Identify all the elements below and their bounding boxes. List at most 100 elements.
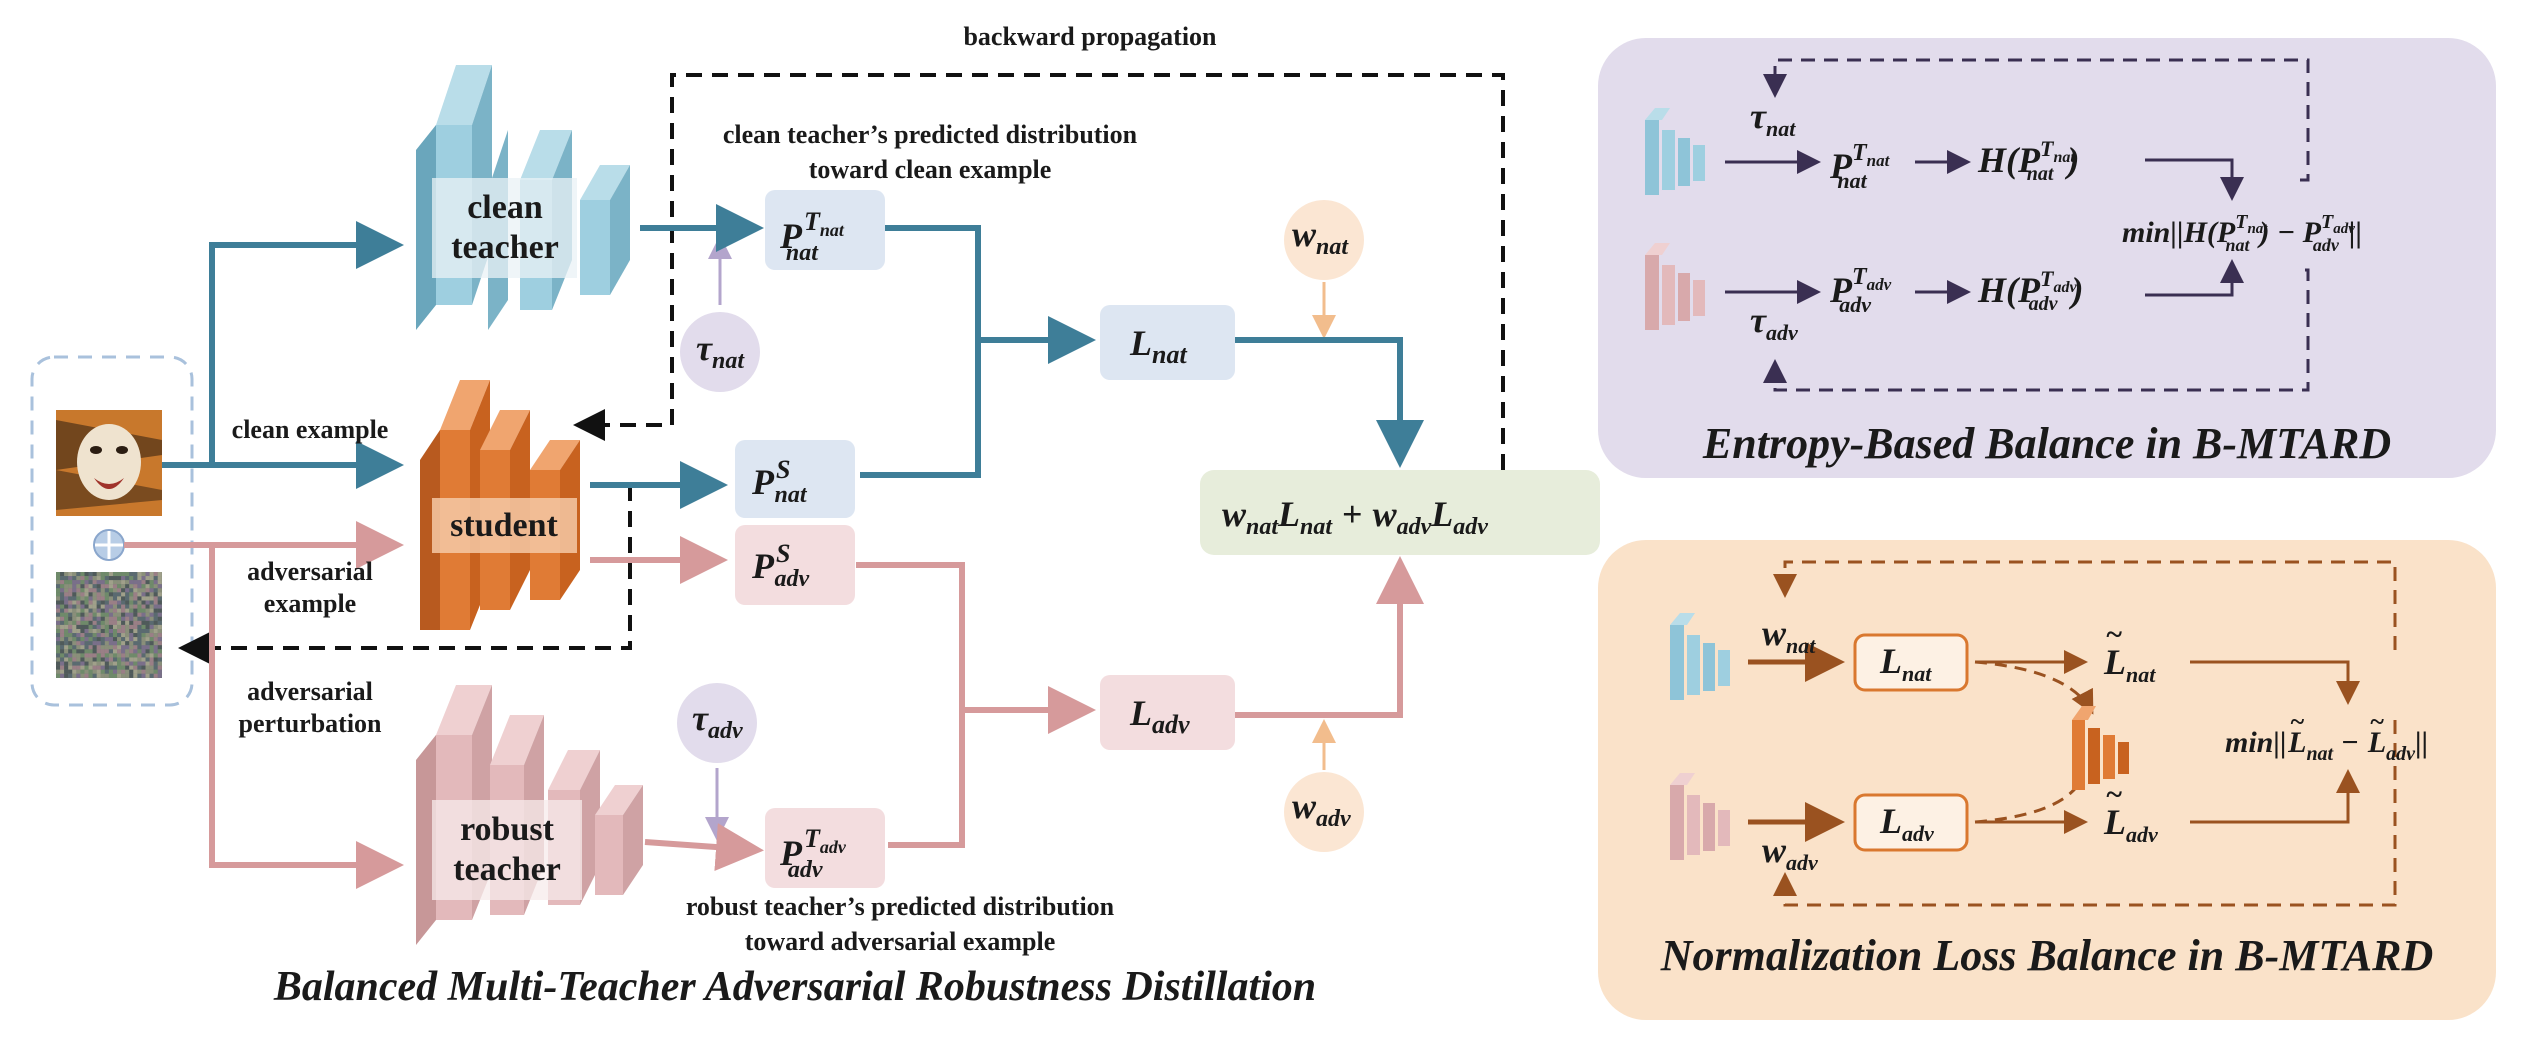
- noise-pixel: [68, 584, 73, 589]
- noise-pixel: [64, 665, 69, 670]
- noise-pixel: [96, 637, 101, 642]
- noise-pixel: [112, 576, 118, 581]
- noise-pixel: [88, 588, 93, 593]
- noise-pixel: [121, 600, 126, 605]
- noise-pixel: [133, 637, 138, 642]
- noise-pixel: [88, 576, 93, 581]
- noise-pixel: [112, 596, 118, 601]
- noise-pixel: [80, 620, 85, 625]
- adversarial-perturbation-label-1: adversarial: [247, 677, 373, 706]
- noise-pixel: [104, 641, 109, 646]
- noise-pixel: [100, 624, 105, 630]
- noise-pixel: [129, 673, 134, 678]
- noise-pixel: [68, 628, 73, 634]
- w-symbol: w: [1292, 786, 1317, 826]
- noise-pixel: [153, 572, 158, 577]
- noise-pixel: [96, 588, 101, 593]
- noise-pixel: [121, 620, 126, 625]
- noise-pixel: [141, 641, 146, 646]
- noise-pixel: [108, 604, 114, 609]
- noise-pixel: [129, 576, 134, 581]
- normalization-panel: wnat wadv Lnat Ladv ~Lnat ~Ladv min||~Ln…: [1598, 540, 2496, 1020]
- noise-pixel: [84, 588, 89, 593]
- noise-pixel: [76, 572, 81, 577]
- noise-pixel: [117, 633, 122, 638]
- noise-pixel: [60, 669, 65, 674]
- noise-pixel: [96, 628, 101, 634]
- noise-pixel: [117, 653, 122, 658]
- noise-pixel: [72, 620, 77, 625]
- noise-pixel: [125, 616, 130, 621]
- noise-pixel: [72, 596, 77, 601]
- noise-pixel: [133, 588, 138, 593]
- noise-pixel: [112, 649, 118, 654]
- robust-teacher-label-2: teacher: [453, 851, 561, 888]
- noise-pixel: [133, 661, 138, 666]
- h-close: ): [2068, 270, 2083, 310]
- noise-pixel: [153, 588, 158, 593]
- noise-pixel: [88, 592, 93, 597]
- noise-pixel: [104, 637, 109, 642]
- noise-pixel: [108, 600, 114, 605]
- noise-pixel: [64, 608, 69, 613]
- noise-pixel: [117, 628, 122, 634]
- noise-pixel: [100, 665, 105, 670]
- noise-pixel: [100, 584, 105, 589]
- noise-pixel: [96, 653, 101, 658]
- mini-teacher-icon: [1645, 108, 1705, 195]
- noise-pixel: [64, 624, 69, 630]
- noise-pixel: [76, 653, 81, 658]
- noise-pixel: [141, 608, 146, 613]
- noise-image: [56, 572, 162, 678]
- noise-pixel: [92, 633, 97, 638]
- p-symbol: P: [2216, 216, 2236, 249]
- student-block: student: [420, 380, 580, 630]
- noise-pixel: [157, 608, 162, 613]
- sup-T: T: [1852, 264, 1868, 290]
- noise-pixel: [72, 673, 77, 678]
- noise-pixel: [141, 653, 146, 658]
- noise-pixel: [108, 596, 114, 601]
- noise-pixel: [56, 641, 61, 646]
- w-symbol: w: [1292, 214, 1317, 254]
- noise-pixel: [68, 641, 73, 646]
- noise-pixel: [72, 612, 77, 617]
- clean-teacher-label-2: teacher: [451, 229, 559, 266]
- w-adv-subscript: adv: [1316, 806, 1351, 832]
- noise-pixel: [112, 604, 118, 609]
- noise-pixel: [121, 612, 126, 617]
- noise-pixel: [153, 637, 158, 642]
- noise-pixel: [64, 616, 69, 621]
- noise-pixel: [141, 612, 146, 617]
- noise-pixel: [68, 645, 73, 650]
- noise-pixel: [92, 616, 97, 621]
- noise-pixel: [141, 580, 146, 585]
- noise-pixel: [153, 653, 158, 658]
- sup-S: S: [776, 539, 790, 568]
- backward-propagation-loop: backward propagation: [178, 22, 1505, 664]
- clean-distribution-label-1: clean teacher’s predicted distribution: [723, 120, 1138, 149]
- noise-pixel: [76, 580, 81, 585]
- noise-pixel: [76, 616, 81, 621]
- min-prefix: min||H(: [2122, 216, 2219, 249]
- noise-pixel: [117, 657, 122, 662]
- noise-pixel: [137, 604, 142, 609]
- noise-pixel: [129, 608, 134, 613]
- noise-pixel: [157, 633, 162, 638]
- noise-pixel: [100, 588, 105, 593]
- noise-pixel: [157, 580, 162, 585]
- sub-nat: nat: [1786, 633, 1816, 658]
- noise-pixel: [60, 596, 65, 601]
- noise-pixel: [125, 576, 130, 581]
- noise-pixel: [88, 596, 93, 601]
- noise-pixel: [100, 633, 105, 638]
- noise-pixel: [104, 624, 109, 630]
- sup-sub-adv: adv: [2053, 279, 2077, 296]
- noise-pixel: [125, 641, 130, 646]
- noise-pixel: [68, 592, 73, 597]
- noise-pixel: [117, 673, 122, 678]
